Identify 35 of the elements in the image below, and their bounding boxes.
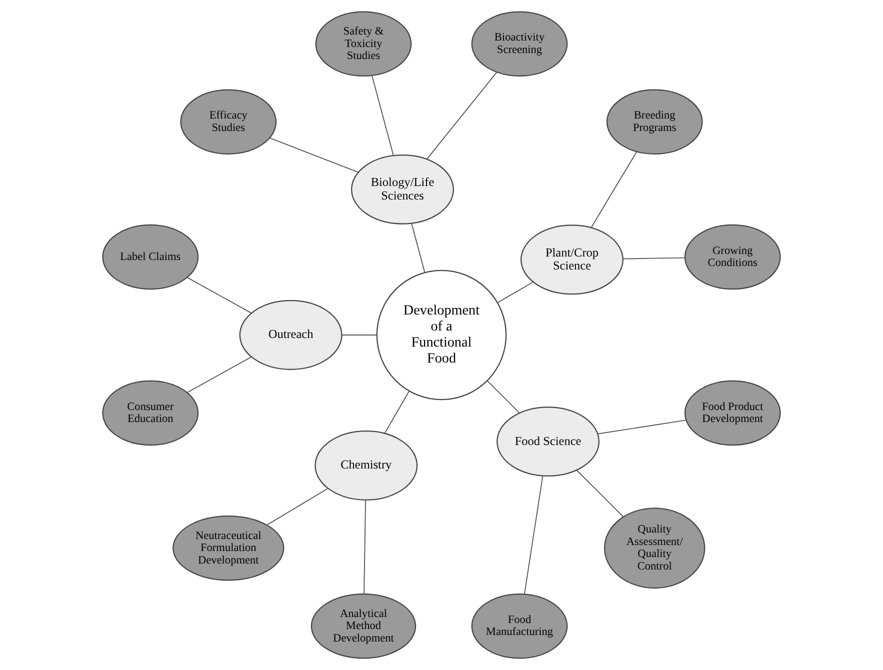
node-ellipse: Outreach <box>239 300 342 370</box>
connector <box>622 257 686 260</box>
node-ellipse: Quality Assessment/ Quality Control <box>604 508 706 589</box>
node-ellipse: Food Science <box>496 406 600 477</box>
node-ellipse: Breeding Programs <box>606 89 703 154</box>
node-ellipse: Food Product Development <box>684 380 781 446</box>
connector <box>364 499 366 594</box>
node-ellipse: Analytical Method Development <box>310 593 416 659</box>
node-ellipse: Bioactivity Screening <box>471 11 568 76</box>
connector <box>524 475 544 595</box>
node-ellipse: Growing Conditions <box>684 224 781 290</box>
node-ellipse: Chemistry <box>314 430 418 500</box>
node-ellipse: Biology/Life Sciences <box>351 154 454 224</box>
node-ellipse: Neutraceutical Formulation Development <box>172 515 284 581</box>
node-ellipse: Plant/Crop Science <box>520 224 624 295</box>
connector <box>266 488 328 526</box>
connector <box>597 420 686 434</box>
node-ellipse: Efficacy Studies <box>180 89 277 154</box>
connector <box>576 470 624 518</box>
connector <box>411 223 426 273</box>
connector <box>372 75 394 156</box>
connector <box>186 276 252 314</box>
connector <box>497 282 534 304</box>
connector <box>590 151 638 228</box>
node-ellipse: Safety & Toxicity Studies <box>315 11 412 76</box>
connector <box>186 356 252 394</box>
connector <box>384 390 410 434</box>
connector <box>486 380 520 414</box>
node-ellipse: Consumer Education <box>102 380 199 446</box>
node-circle: Development of a Functional Food <box>376 270 507 400</box>
connector <box>269 137 359 173</box>
connector <box>426 72 498 160</box>
connector <box>341 334 378 336</box>
node-ellipse: Food Manufacturing <box>471 593 568 659</box>
node-ellipse: Label Claims <box>102 224 199 290</box>
